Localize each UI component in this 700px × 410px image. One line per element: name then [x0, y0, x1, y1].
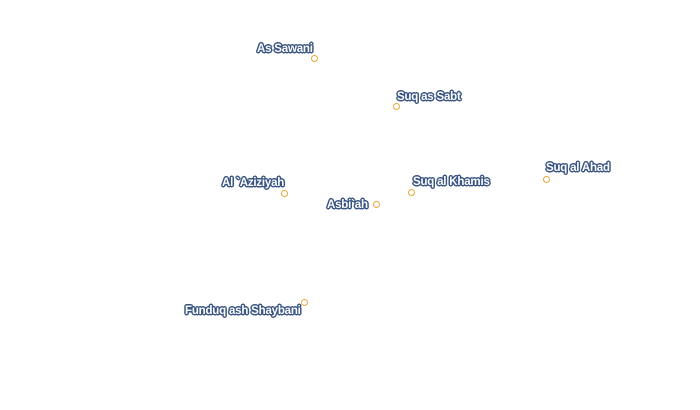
- place-label: Suq al Ahad: [546, 162, 610, 174]
- place-marker-icon: [407, 188, 415, 196]
- place-marker-icon: [392, 102, 400, 110]
- place-marker-icon: [310, 54, 318, 62]
- place-label: Al `Aziziyah: [222, 177, 285, 189]
- place-marker-icon: [542, 175, 550, 183]
- place-marker-icon: [300, 298, 308, 306]
- place-label: Asbi`ah: [327, 199, 368, 211]
- place-label: Suq as Sabt: [397, 91, 461, 103]
- place-label: Funduq ash Shaybani: [185, 305, 301, 317]
- place-marker-icon: [372, 200, 380, 208]
- place-label: Suq al Khamis: [413, 176, 490, 188]
- place-label: As Sawani: [257, 43, 313, 55]
- place-marker-icon: [280, 189, 288, 197]
